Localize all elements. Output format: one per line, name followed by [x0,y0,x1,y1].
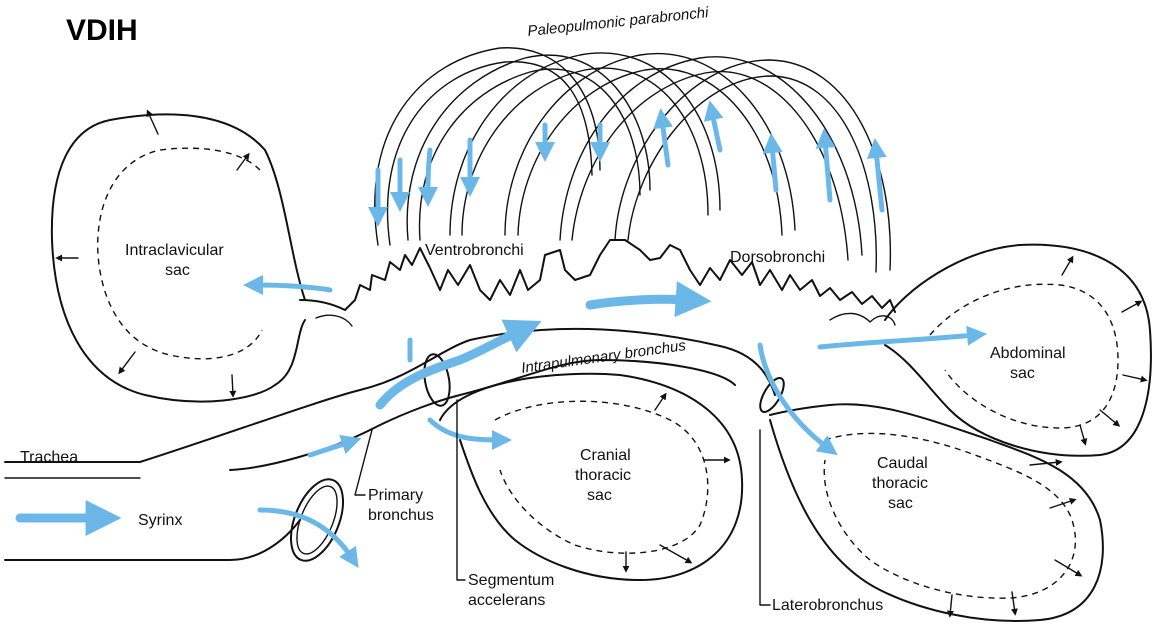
label-intraclavicular-2: sac [165,262,190,279]
trachea-bronchus [5,329,788,568]
label-ventrobronchi: Ventrobronchi [425,242,524,259]
label-intrapulmonary: Intrapulmonary bronchus [520,337,687,377]
label-caudal-1: Caudal [877,455,928,472]
label-caudal-2: thoracic [872,475,928,492]
label-cranial-2: thoracic [575,467,631,484]
label-abdominal-2: sac [1010,365,1035,382]
label-intraclavicular-1: Intraclavicular [125,242,224,259]
label-cranial-3: sac [587,487,612,504]
parabronchi-arches [375,48,891,272]
corner-tag: VDIH [66,14,138,48]
labels: Paleopulmonic parabronchi Intraclavicula… [20,4,1066,614]
label-caudal-3: sac [888,495,913,512]
label-abdominal-1: Abdominal [990,345,1066,362]
label-trachea: Trachea [20,449,78,466]
label-cranial-1: Cranial [580,447,631,464]
caudal-thoracic-sac [770,404,1103,621]
label-primary-2: bronchus [368,507,434,524]
label-paleopulmonic: Paleopulmonic parabronchi [527,4,710,40]
label-dorsobronchi: Dorsobronchi [730,249,825,266]
label-primary-1: Primary [368,487,423,504]
label-segmentum-2: accelerans [468,592,545,609]
label-laterobronchus: Laterobronchus [772,597,883,614]
label-syrinx: Syrinx [138,512,182,529]
label-segmentum-1: Segmentum [468,572,554,589]
